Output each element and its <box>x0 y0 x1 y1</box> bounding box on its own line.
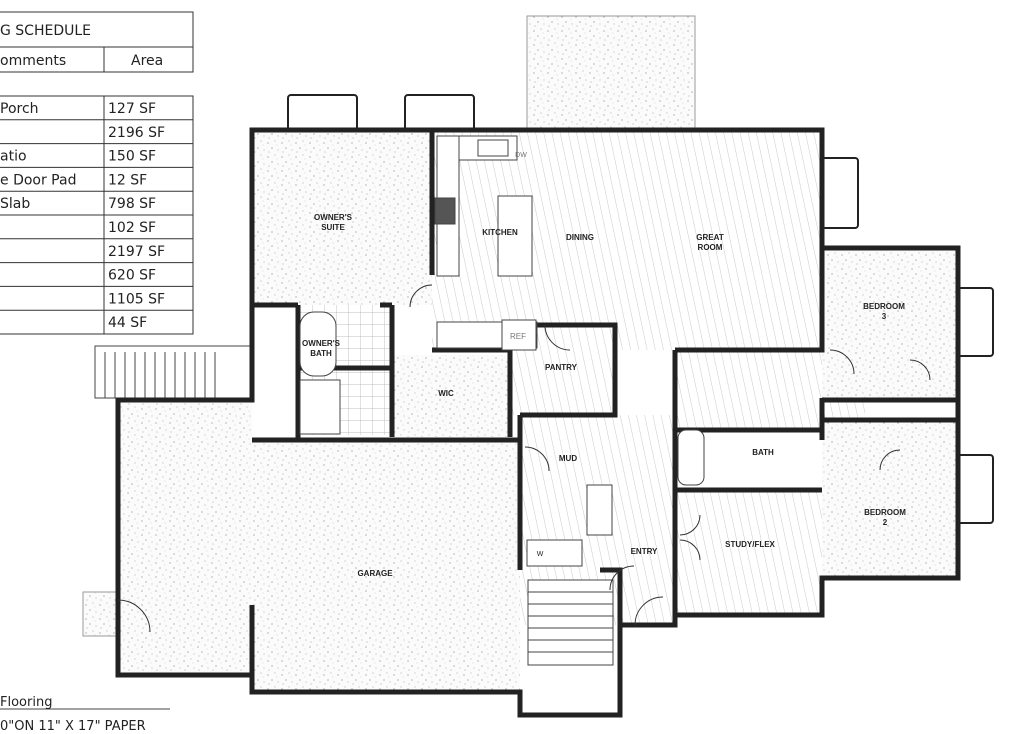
label-great-room-2: ROOM <box>698 243 723 252</box>
label-pantry: PANTRY <box>545 363 578 372</box>
schedule-area: 102 SF <box>108 220 156 236</box>
label-owners-bath-1: OWNER'S <box>302 339 341 348</box>
label-bedroom2-1: BEDROOM <box>864 508 906 517</box>
schedule-area: 798 SF <box>108 196 156 212</box>
cabinets <box>299 135 705 666</box>
schedule-title: G SCHEDULE <box>0 23 91 39</box>
label-bedroom2-2: 2 <box>883 518 888 527</box>
schedule-area: 620 SF <box>108 268 156 284</box>
label-study: STUDY/FLEX <box>725 540 775 549</box>
label-washer: W <box>537 551 544 558</box>
schedule-comment: e Door Pad <box>0 172 76 188</box>
walls <box>115 127 961 718</box>
side-door-pad <box>82 591 119 637</box>
label-bedroom3-2: 3 <box>882 312 887 321</box>
label-entry: ENTRY <box>631 547 658 556</box>
label-bath: BATH <box>752 448 774 457</box>
label-dining: DINING <box>566 233 594 242</box>
schedule-area: 2196 SF <box>108 125 165 141</box>
window-bays <box>287 94 994 524</box>
deck-stairs <box>94 345 251 399</box>
label-bedroom3-1: BEDROOM <box>863 302 905 311</box>
doors <box>117 284 931 633</box>
bedroom-3 <box>822 248 958 398</box>
label-wic: WIC <box>438 389 454 398</box>
label-ref: REF <box>510 332 526 341</box>
owners-suite <box>252 130 432 305</box>
label-owners-suite-1: OWNER'S <box>314 213 353 222</box>
flooring-note: Flooring <box>0 695 52 710</box>
garage <box>118 400 520 692</box>
label-mud: MUD <box>559 454 577 463</box>
schedule-col-area: Area <box>131 53 163 69</box>
schedule-area: 44 SF <box>108 315 147 331</box>
schedule-comment: Porch <box>0 101 39 117</box>
schedule-col-comments: omments <box>0 53 66 69</box>
label-kitchen: KITCHEN <box>482 228 518 237</box>
label-great-room-1: GREAT <box>696 233 724 242</box>
paper-size-note: 0"ON 11" X 17" PAPER <box>0 719 146 734</box>
great-room-area <box>432 130 822 350</box>
wic <box>392 355 510 437</box>
label-garage: GARAGE <box>357 569 393 578</box>
label-dw: DW <box>515 152 527 159</box>
schedule-area: 150 SF <box>108 149 156 165</box>
schedule-area: 1105 SF <box>108 291 165 307</box>
label-owners-bath-2: BATH <box>310 349 332 358</box>
room-labels: OWNER'S SUITE KITCHEN DINING GREAT ROOM … <box>302 152 906 578</box>
study-flex <box>675 490 822 615</box>
schedule-area: 2197 SF <box>108 244 165 260</box>
schedule-comment: atio <box>0 149 27 165</box>
schedule-area: 127 SF <box>108 101 156 117</box>
rear-patio <box>526 15 696 129</box>
bedroom-2 <box>822 420 958 578</box>
label-owners-suite-2: SUITE <box>321 223 345 232</box>
schedule-area: 12 SF <box>108 172 147 188</box>
schedule-comment: Slab <box>0 196 30 212</box>
schedule-row-lines <box>0 119 193 311</box>
